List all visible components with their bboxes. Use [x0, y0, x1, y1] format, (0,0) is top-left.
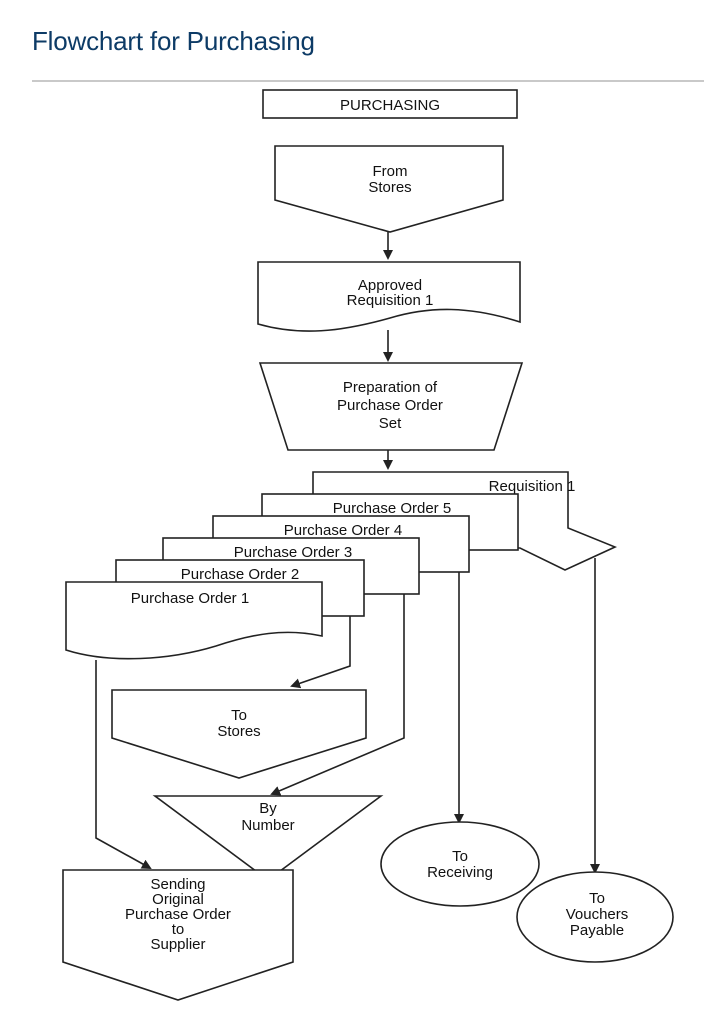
flow-arrow-to-supplier	[95, 660, 152, 869]
flow-arrow-to-stores	[290, 616, 351, 689]
from-stores-connector: From Stores	[274, 145, 504, 233]
flow-arrow-by-number	[270, 594, 405, 796]
sending-original-connector: Sending Original Purchase Order to Suppl…	[62, 869, 294, 1001]
purchase-order-1-document: Purchase Order 1	[65, 581, 323, 660]
to-receiving-line-1: To	[452, 848, 468, 865]
purchase-order-1-label: Purchase Order 1	[131, 590, 249, 607]
sending-line-5: Supplier	[150, 936, 205, 953]
to-vouchers-line-3: Payable	[570, 922, 624, 939]
sending-line-1: Sending	[150, 876, 205, 893]
to-stores-connector: To Stores	[111, 689, 367, 779]
approved-requisition-line-1: Approved	[358, 277, 422, 294]
sending-line-4: to	[172, 921, 185, 938]
purchasing-label: PURCHASING	[340, 97, 440, 114]
preparation-manual-operation: Preparation of Purchase Order Set	[258, 362, 524, 451]
sending-line-3: Purchase Order	[125, 906, 231, 923]
from-stores-line-1: From	[373, 163, 408, 180]
approved-requisition-document: Approved Requisition 1	[257, 261, 521, 332]
purchase-order-2-label: Purchase Order 2	[181, 566, 299, 583]
purchase-order-4-label: Purchase Order 4	[284, 522, 402, 539]
approved-requisition-line-2: Requisition 1	[347, 292, 434, 309]
to-vouchers-payable-connector: To Vouchers Payable	[516, 871, 674, 963]
by-number-line-2: Number	[241, 817, 294, 834]
title-divider	[32, 80, 704, 82]
to-stores-line-1: To	[231, 707, 247, 724]
requisition-1-label: Requisition 1	[489, 478, 576, 495]
to-receiving-line-2: Receiving	[427, 864, 493, 881]
preparation-line-1: Preparation of	[343, 379, 438, 396]
purchasing-box: PURCHASING	[262, 89, 518, 119]
to-vouchers-line-1: To	[589, 890, 605, 907]
by-number-line-1: By	[259, 800, 277, 817]
to-vouchers-line-2: Vouchers	[566, 906, 629, 923]
preparation-line-2: Purchase Order	[337, 397, 443, 414]
purchase-order-3-label: Purchase Order 3	[234, 544, 352, 561]
purchase-order-5-label: Purchase Order 5	[333, 500, 451, 517]
preparation-line-3: Set	[379, 415, 402, 432]
from-stores-line-2: Stores	[368, 179, 411, 196]
page-title: Flowchart for Purchasing	[32, 26, 315, 56]
sending-line-2: Original	[152, 891, 204, 908]
to-stores-line-2: Stores	[217, 723, 260, 740]
by-number-file: By Number	[152, 795, 384, 881]
to-receiving-connector: To Receiving	[380, 821, 540, 907]
